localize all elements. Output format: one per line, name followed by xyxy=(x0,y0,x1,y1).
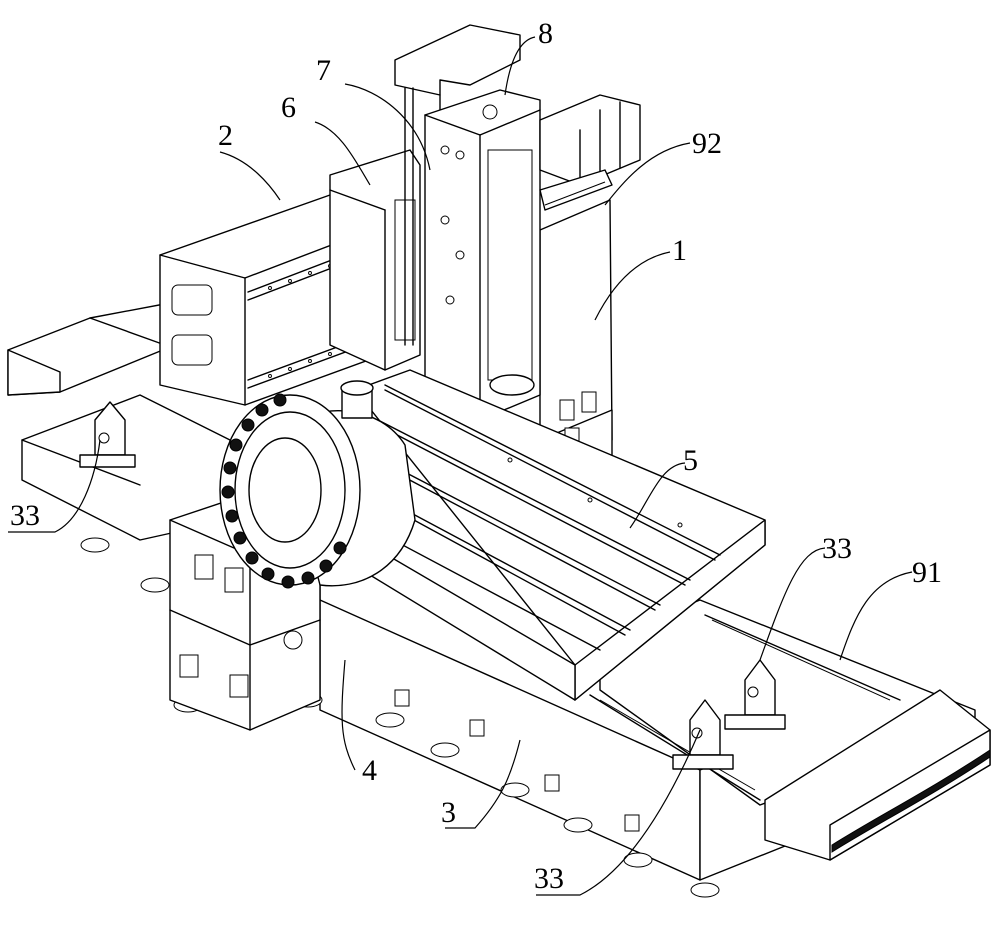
label-33a: 33 xyxy=(10,499,40,532)
label-6: 6 xyxy=(281,91,296,124)
bearing-seat-left xyxy=(79,401,136,468)
label-33b: 33 xyxy=(822,532,852,565)
tool-pockets xyxy=(221,393,347,589)
spindle-assembly xyxy=(394,24,641,421)
rear-bellows xyxy=(539,169,613,211)
label-2: 2 xyxy=(218,119,233,152)
front-rail xyxy=(589,614,901,801)
saddle xyxy=(329,149,421,371)
label-7: 7 xyxy=(316,54,331,87)
label-5: 5 xyxy=(683,444,698,477)
reference-labels: 8 7 6 2 92 1 5 33 33 91 4 3 33 xyxy=(10,17,942,895)
bearing-seat-right-upper xyxy=(724,659,786,730)
label-8: 8 xyxy=(538,17,553,50)
label-91: 91 xyxy=(912,556,942,589)
label-4: 4 xyxy=(362,754,377,787)
label-92: 92 xyxy=(692,127,722,160)
label-1: 1 xyxy=(672,234,687,267)
front-bellows xyxy=(764,689,991,861)
label-33c: 33 xyxy=(534,862,564,895)
rear-left-bellows xyxy=(7,301,176,396)
leader-lines xyxy=(8,36,913,896)
worktable xyxy=(354,369,766,701)
bearing-seat-right-lower xyxy=(672,699,734,770)
tool-magazine xyxy=(219,380,416,589)
label-3: 3 xyxy=(441,796,456,829)
